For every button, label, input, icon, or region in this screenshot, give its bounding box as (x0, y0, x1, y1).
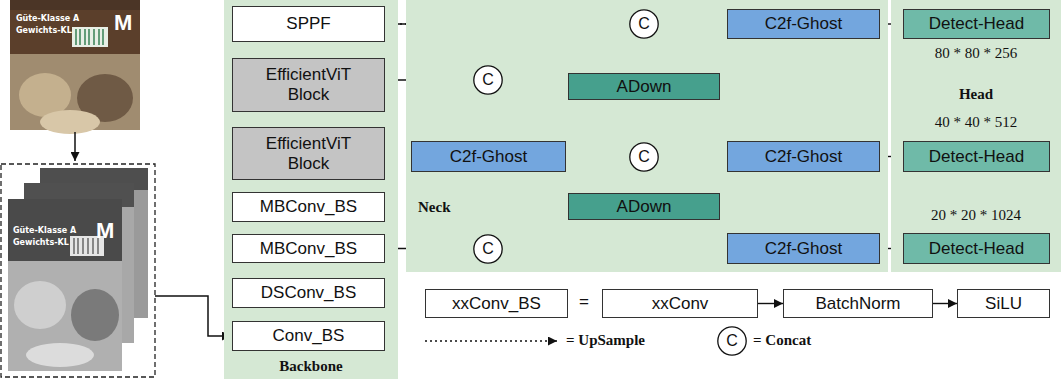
box-label: SPPF (286, 14, 330, 34)
upsample-sample (425, 340, 557, 341)
c2f-ghost-box: C2f-Ghost (727, 233, 880, 264)
box-label: xxConv_BS (452, 294, 541, 314)
concat-circle: C (717, 326, 747, 356)
box-label: C2f-Ghost (765, 147, 842, 167)
legend-box: xxConv (602, 289, 758, 318)
box-label: EfficientViT Block (254, 134, 364, 173)
c2f-ghost-box: C2f-Ghost (727, 9, 880, 39)
detect-head-box: Detect-Head (903, 9, 1050, 39)
tensor-size: 80 * 80 * 256 (891, 45, 1061, 62)
adown-box: ADown (568, 193, 720, 220)
legend-text: = Concat (753, 332, 811, 349)
panel-title: Backbone (224, 358, 398, 375)
box-label: C2f-Ghost (450, 147, 527, 167)
flow-arrow (155, 296, 231, 336)
box-label: DSConv_BS (261, 283, 356, 303)
concat-symbol: C (726, 332, 738, 350)
vit-block: EfficientViT Block (232, 127, 385, 180)
flow-arrow (758, 303, 783, 304)
layer-box: MBConv_BS (232, 234, 385, 263)
backbone-panel: BackboneSPPFEfficientViT BlockEfficientV… (224, 0, 398, 379)
concat-symbol: C (482, 71, 494, 89)
box-label: Detect-Head (929, 239, 1024, 259)
detect-head-box: Detect-Head (903, 233, 1050, 264)
legend-box: xxConv_BS (425, 289, 568, 318)
tensor-size: 20 * 20 * 1024 (891, 207, 1061, 224)
concat-symbol: C (638, 15, 650, 33)
head-panel: HeadDetect-HeadDetect-HeadDetect-Head (891, 0, 1061, 272)
tensor-size: 40 * 40 * 512 (891, 114, 1061, 131)
concat-symbol: C (638, 148, 650, 166)
flow-arrow (933, 303, 957, 304)
box-label: SiLU (985, 294, 1022, 314)
layer-box: MBConv_BS (232, 192, 385, 222)
panel-title: Head (891, 86, 1061, 103)
legend-text: = UpSample (566, 332, 645, 349)
legend-box: BatchNorm (783, 289, 933, 318)
box-label: C2f-Ghost (765, 14, 842, 34)
c2f-ghost-box: C2f-Ghost (411, 141, 566, 172)
layer-box: SPPF (232, 6, 385, 42)
flow-arrow (74, 132, 76, 161)
adown-box: ADown (568, 73, 720, 100)
concat-circle: C (629, 9, 659, 39)
box-label: ADown (617, 197, 672, 217)
detect-head-box: Detect-Head (903, 141, 1050, 172)
panel-title: Neck (418, 199, 451, 216)
layer-box: DSConv_BS (232, 278, 385, 308)
box-label: xxConv (652, 294, 709, 314)
photo-text: Güte-Klasse A (16, 14, 79, 23)
box-label: Detect-Head (929, 147, 1024, 167)
concat-symbol: C (482, 240, 494, 258)
photo-text: Gewichts-KL (16, 26, 72, 35)
layer-box: Conv_BS (232, 321, 385, 351)
box-label: Detect-Head (929, 14, 1024, 34)
box-label: MBConv_BS (260, 239, 357, 259)
legend-box: SiLU (957, 289, 1050, 318)
photo-text: Gewichts-KL (13, 238, 69, 247)
box-label: ADown (617, 77, 672, 97)
concat-circle: C (473, 234, 503, 264)
box-label: MBConv_BS (260, 197, 357, 217)
vit-block: EfficientViT Block (232, 58, 385, 112)
photo-text: M (96, 218, 114, 244)
c2f-ghost-box: C2f-Ghost (727, 141, 880, 172)
photo-text: M (114, 10, 132, 36)
concat-circle: C (629, 142, 659, 172)
egg-photo (10, 0, 140, 134)
equals-sign: = (579, 292, 589, 312)
box-label: BatchNorm (815, 294, 900, 314)
photo-text: Güte-Klasse A (13, 226, 76, 235)
box-label: Conv_BS (273, 326, 345, 346)
concat-circle: C (473, 65, 503, 95)
neck-panel: NeckCC2f-GhostCADownC2f-GhostCC2f-GhostA… (406, 0, 888, 272)
box-label: EfficientViT Block (254, 65, 364, 104)
box-label: C2f-Ghost (765, 239, 842, 259)
gray-stack (1, 164, 155, 377)
